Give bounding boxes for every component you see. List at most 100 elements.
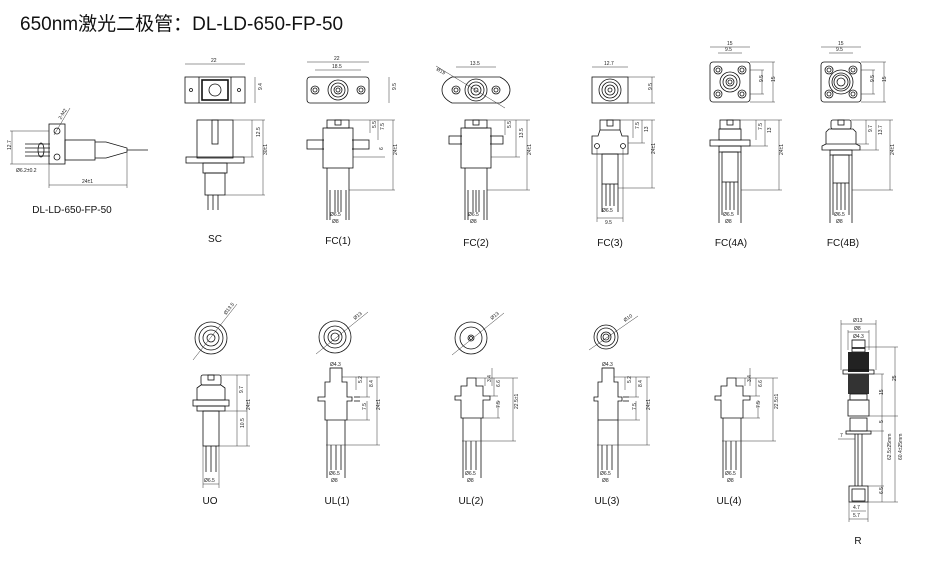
caption-uo: UO bbox=[202, 496, 218, 507]
uo-dim-dia: Ø13.5 bbox=[223, 302, 236, 317]
drawing-fc4a: 15 9.5 9.5 15 Ø6.5 Ø8 7.5 13 24±1 bbox=[709, 41, 785, 225]
fc4a-dim-vpitch: 9.5 bbox=[759, 75, 765, 82]
ul3-dim-top: Ø4.3 bbox=[602, 362, 613, 368]
fc2-dim-a: 5.5 bbox=[507, 121, 513, 128]
fc4b-dim-total: 24±1 bbox=[890, 144, 896, 155]
caption-fc3: FC(3) bbox=[597, 238, 623, 249]
fc3-dim-inner: Ø6.5 bbox=[602, 208, 613, 214]
fc2-dim-dia: Ø19 bbox=[435, 67, 446, 77]
drawing-uo: Ø13.5 Ø6.5 9.7 10.5 24±1 bbox=[192, 302, 252, 488]
drawing-sc: 22 9.4 12.5 30±1 bbox=[184, 58, 269, 210]
fc1-dim-b: 7.5 bbox=[380, 123, 386, 130]
r-dim-c: 5 bbox=[879, 420, 885, 423]
drawing-ul3: Ø10 Ø4.3 Ø6.5 Ø8 5.2 8.4 7.5 24±1 bbox=[588, 313, 652, 484]
caption-ul4: UL(4) bbox=[716, 496, 742, 507]
ul4-dim-total: 22.5±1 bbox=[774, 394, 780, 409]
caption-ul3: UL(3) bbox=[594, 496, 620, 507]
main-dim-height: 12.7 bbox=[7, 140, 13, 150]
fc1-dim-pitch: 18.5 bbox=[332, 64, 342, 70]
ul3-dim-c: 7.5 bbox=[632, 403, 638, 410]
ul1-dim-outer: Ø8 bbox=[331, 478, 338, 484]
ul1-dim-total: 24±1 bbox=[376, 399, 382, 410]
caption-sc: SC bbox=[208, 234, 222, 245]
fc4b-dim-height: 15 bbox=[882, 76, 888, 82]
ul2-dim-outer: Ø8 bbox=[467, 478, 474, 484]
drawing-ul1: Ø13 Ø4.3 Ø6.5 Ø8 5.2 8.4 7.5 24±1 bbox=[315, 311, 382, 484]
fc2-dim-pitch: 13.5 bbox=[470, 61, 480, 67]
caption-main: DL-LD-650-FP-50 bbox=[32, 205, 112, 216]
drawing-ul2: Ø13 Ø6.5 Ø6.5 Ø8 3.4 6.6 7.5 22.5±1 bbox=[451, 311, 520, 484]
fc4a-dim-total: 24±1 bbox=[779, 144, 785, 155]
sc-dim-top: 12.5 bbox=[256, 127, 262, 137]
uo-dim-inner: Ø6.5 bbox=[204, 478, 215, 484]
fc3-dim-total: 24±1 bbox=[651, 143, 657, 154]
ul1-dim-a: 5.2 bbox=[358, 376, 364, 383]
ul2-dim-a: 3.4 bbox=[487, 375, 493, 382]
r-dim-a: 25 bbox=[892, 375, 898, 381]
fc2-dim-b: 13.5 bbox=[519, 128, 525, 138]
caption-r: R bbox=[854, 536, 862, 547]
ul3-dim-dia: Ø10 bbox=[623, 313, 634, 323]
ul4-dim-b: 6.6 bbox=[758, 380, 764, 387]
drawing-fc3: 12.7 9.5 Ø6.5 9.5 7.5 13 24±1 bbox=[591, 61, 657, 226]
r-dim-d3: Ø4.3 bbox=[853, 334, 864, 340]
caption-fc4a: FC(4A) bbox=[714, 238, 748, 249]
fc4a-dim-width: 15 bbox=[727, 41, 733, 47]
r-dim-w2: 5.7 bbox=[853, 513, 860, 519]
ul3-dim-b: 8.4 bbox=[638, 380, 644, 387]
main-dim-dia: Ø6.2±0.2 bbox=[16, 168, 37, 174]
sc-dim-width: 22 bbox=[211, 58, 217, 64]
caption-fc2: FC(2) bbox=[463, 238, 489, 249]
fc1-dim-total: 24±1 bbox=[393, 144, 399, 155]
fc3-dim-a: 7.5 bbox=[635, 122, 641, 129]
fc3-dim-height: 9.5 bbox=[648, 83, 654, 90]
uo-dim-b: 10.5 bbox=[240, 418, 246, 428]
sc-dim-total: 30±1 bbox=[263, 144, 269, 155]
fc4b-dim-outer: Ø8 bbox=[836, 219, 843, 225]
fc4a-dim-b: 13 bbox=[767, 127, 773, 133]
r-dim-d2: Ø8 bbox=[854, 326, 861, 332]
ul1-dim-dia: Ø13 bbox=[352, 311, 363, 322]
ul1-dim-c: 7.5 bbox=[362, 403, 368, 410]
ul1-dim-inner: Ø6.5 bbox=[329, 471, 340, 477]
fc1-dim-outer: Ø8 bbox=[332, 219, 339, 225]
fc2-dim-outer: Ø8 bbox=[470, 219, 477, 225]
fc2-dim-inner: Ø6.5 bbox=[468, 212, 479, 218]
fc1-dim-width: 22 bbox=[334, 56, 340, 62]
fc4a-dim-pitch: 9.5 bbox=[725, 47, 732, 53]
fc4b-dim-width: 15 bbox=[838, 41, 844, 47]
drawing-fc4b: 15 9.5 9.5 15 Ø6.5 Ø8 9.7 13.7 24±1 bbox=[820, 41, 896, 225]
fc4a-dim-height: 15 bbox=[771, 76, 777, 82]
ul3-dim-total: 24±1 bbox=[646, 399, 652, 410]
sc-dim-height: 9.4 bbox=[258, 83, 264, 90]
fc4b-dim-pitch: 9.5 bbox=[836, 47, 843, 53]
ul4-dim-outer: Ø8 bbox=[727, 478, 734, 484]
main-dim-length: 24±1 bbox=[82, 179, 93, 185]
drawing-ul4: Ø6.5 Ø8 3.4 6.6 7.5 22.5±1 bbox=[714, 368, 780, 484]
fc3-dim-b: 13 bbox=[644, 126, 650, 132]
ul2-dim-total: 22.5±1 bbox=[514, 394, 520, 409]
drawing-r: Ø13 Ø8 Ø4.3 4.7 5.7 25 15 5 7 bbox=[838, 318, 904, 522]
fc1-dim-c: 6 bbox=[379, 147, 385, 150]
r-dim-b: 15 bbox=[879, 389, 885, 395]
fc4a-dim-a: 7.5 bbox=[758, 123, 764, 130]
fc3-dim-outer: 9.5 bbox=[605, 220, 612, 226]
ul2-dim-dia: Ø13 bbox=[489, 311, 500, 322]
fc4b-dim-b: 13.7 bbox=[878, 125, 884, 135]
main-dim-hole: 2-M2 bbox=[58, 108, 69, 121]
ul2-dim-inner: Ø6.5 bbox=[465, 471, 476, 477]
fc1-dim-a: 5.5 bbox=[372, 121, 378, 128]
fc4a-dim-outer: Ø8 bbox=[725, 219, 732, 225]
caption-ul1: UL(1) bbox=[324, 496, 350, 507]
ul4-dim-inner: Ø6.5 bbox=[725, 471, 736, 477]
fc3-dim-width: 12.7 bbox=[604, 61, 614, 67]
fc4a-dim-inner: Ø6.5 bbox=[723, 212, 734, 218]
page-title: 650nm激光二极管：DL-LD-650-FP-50 bbox=[20, 14, 344, 35]
ul2-dim-b: 6.6 bbox=[496, 380, 502, 387]
ul3-dim-inner: Ø6.5 bbox=[600, 471, 611, 477]
uo-dim-total: 24±1 bbox=[246, 399, 252, 410]
r-dim-w1: 4.7 bbox=[853, 505, 860, 511]
ul2-dim-c: 7.5 bbox=[496, 401, 502, 408]
drawing-main: 2-M2 12.7 Ø6.2±0.2 24±1 bbox=[7, 108, 148, 188]
ul1-dim-top: Ø4.3 bbox=[330, 362, 341, 368]
